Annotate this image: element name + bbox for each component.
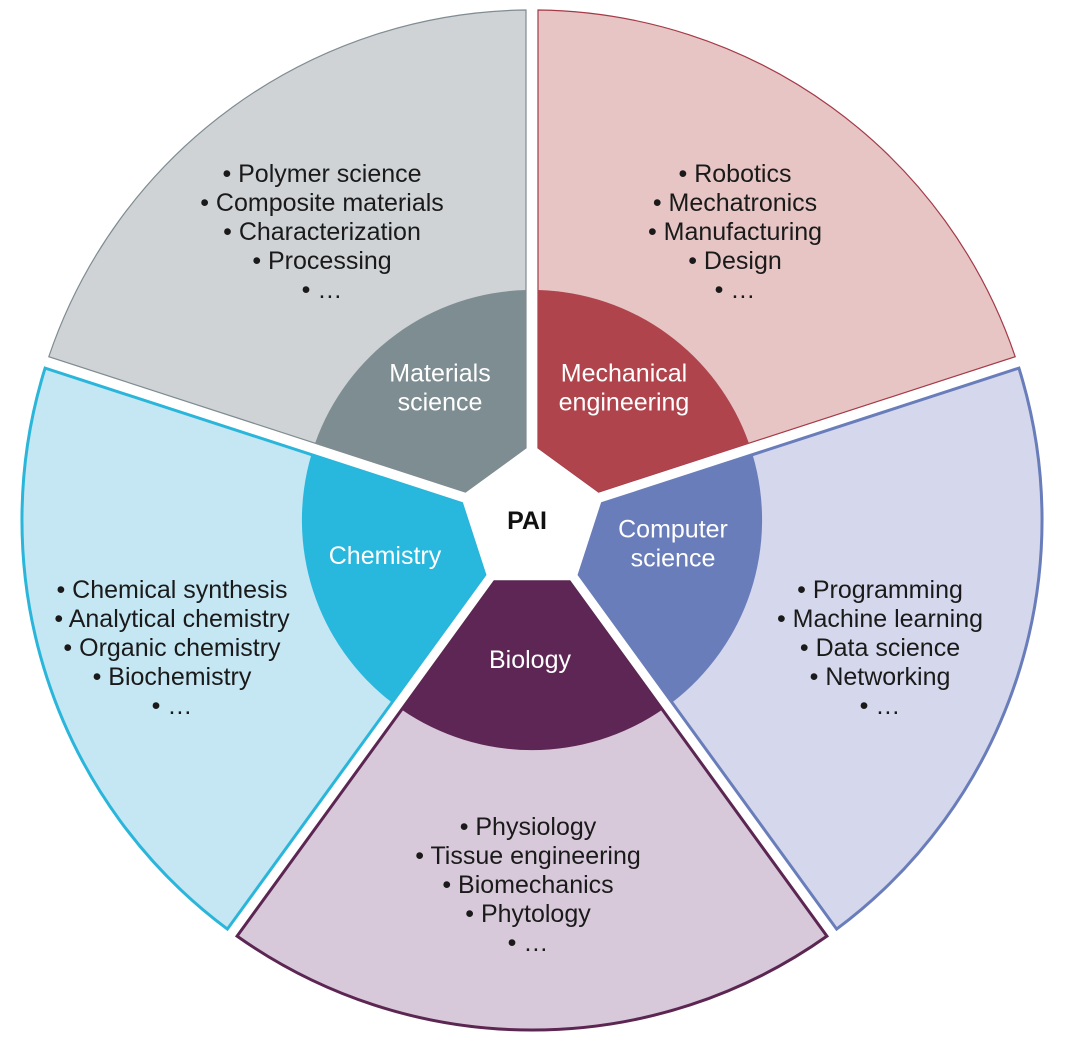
inner-core-chemistry [301,454,485,703]
subfield-item: • Design [688,247,782,275]
subfield-list-biology: • Physiology• Tissue engineering• Biomec… [415,813,641,957]
subfield-item: • Polymer science [222,160,421,188]
discipline-label-biology: Biology [489,646,571,674]
discipline-label-line: science [631,545,716,573]
segment-biology: Biology• Physiology• Tissue engineering•… [234,580,830,1032]
subfield-item: • Composite materials [200,189,444,217]
subfield-item: • Biochemistry [93,663,252,691]
subfield-list-mechanical-engineering: • Robotics• Mechatronics• Manufacturing•… [648,160,822,304]
subfield-item: • Robotics [679,160,792,188]
subfield-item: • … [860,692,901,720]
subfield-item: • … [715,276,756,304]
inner-core-biology [401,581,663,751]
subfield-list-materials-science: • Polymer science• Composite materials• … [200,160,444,304]
inner-core-computer-science [579,454,763,703]
subfield-item: • Physiology [460,813,597,841]
subfield-item: • Organic chemistry [63,634,281,662]
subfield-item: • Machine learning [777,605,983,633]
subfield-item: • … [302,276,343,304]
subfield-item: • Tissue engineering [415,842,641,870]
subfield-list-chemistry: • Chemical synthesis• Analytical chemist… [54,576,290,720]
subfield-item: • Biomechanics [442,871,613,899]
discipline-label-line: Mechanical [561,360,687,388]
outer-band-biology [234,580,830,1032]
subfield-item: • Chemical synthesis [56,576,287,604]
subfield-item: • Mechatronics [653,189,817,217]
subfield-item: • … [508,929,549,957]
discipline-label-line: Computer [618,516,728,544]
subfield-item: • Characterization [223,218,421,246]
center-label: PAI [507,507,547,535]
subfield-item: • Programming [797,576,963,604]
discipline-label-chemistry: Chemistry [329,542,442,570]
subfield-item: • Analytical chemistry [54,605,290,633]
subfield-item: • Manufacturing [648,218,822,246]
subfield-item: • Networking [810,663,951,691]
subfield-item: • Data science [800,634,960,662]
discipline-label-line: science [398,389,483,417]
subfield-item: • Phytology [465,900,591,928]
subfield-list-computer-science: • Programming• Machine learning• Data sc… [777,576,983,720]
segment-chemistry: Chemistry • Chemical synthesis• Analytica… [20,366,487,932]
subfield-item: • … [152,692,193,720]
discipline-label-line: Chemistry [329,542,442,570]
discipline-label-line: Biology [489,646,571,674]
inner-core-mechanical-engineering [538,290,749,493]
subfield-item: • Processing [252,247,391,275]
inner-core-materials-science [315,290,526,493]
discipline-label-line: Materials [389,360,490,388]
discipline-label-line: engineering [559,389,690,417]
